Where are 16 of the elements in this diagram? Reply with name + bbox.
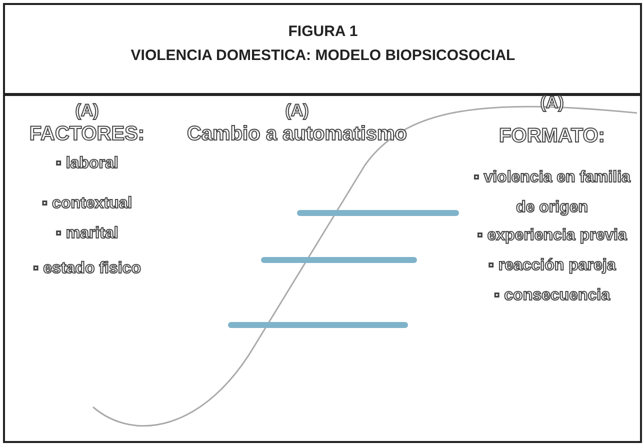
figure-title: FIGURA 1 [288, 23, 358, 40]
list-item: ▫ laboral [56, 155, 118, 173]
column-marker: (A) [540, 93, 564, 113]
list-item: ▫ consecuencia [494, 287, 610, 305]
list-item: ▫ estado fisico [33, 260, 141, 278]
column-heading: Cambio a automatismo [186, 123, 408, 146]
list-item: ▫ experiencia previa [477, 227, 627, 245]
column-heading: FORMATO: [499, 125, 605, 148]
column-marker: (A) [75, 101, 99, 121]
list-item: ▫ violencia en familia de origen [472, 168, 632, 218]
column-heading: FACTORES: [29, 123, 145, 146]
list-item: ▫ contextual [42, 195, 132, 213]
list-item: ▫ reacción pareja [488, 257, 616, 275]
column-marker: (A) [285, 101, 309, 121]
list-item: ▫ marital [56, 225, 118, 243]
figure-subtitle: VIOLENCIA DOMESTICA: MODELO BIOPSICOSOCIAL [130, 47, 516, 64]
